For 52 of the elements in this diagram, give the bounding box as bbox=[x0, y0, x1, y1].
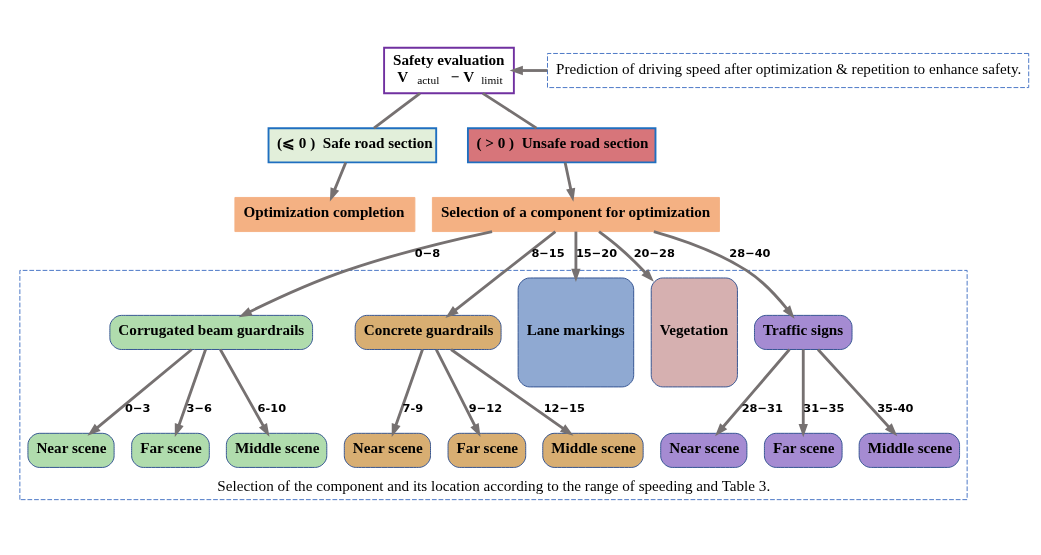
arrow bbox=[563, 162, 576, 202]
arrow bbox=[445, 230, 557, 318]
node-box: Middle scene bbox=[225, 432, 328, 468]
edge-label: 28−40 bbox=[729, 245, 771, 260]
arrow bbox=[391, 349, 424, 438]
node-box: Near scene bbox=[660, 432, 748, 468]
edge-label: 35-40 bbox=[877, 401, 914, 416]
node-box: Prediction of driving speed after optimization & repetition to enhance safety. bbox=[547, 53, 1030, 89]
node-box: Vegetation bbox=[650, 277, 738, 388]
connector bbox=[482, 92, 538, 130]
edge-label: 0−8 bbox=[414, 245, 441, 260]
edge-label: 6-10 bbox=[257, 401, 287, 416]
edge-label: 8−15 bbox=[531, 245, 565, 260]
arrow bbox=[816, 348, 898, 437]
edge-label: 9−12 bbox=[468, 401, 503, 416]
node-box: (⩽ 0 ) Safe road section bbox=[267, 127, 438, 164]
edge-label: 31−35 bbox=[803, 401, 845, 416]
arrow bbox=[571, 231, 581, 283]
edge-label: 28−31 bbox=[741, 401, 783, 416]
edge-label: 3−6 bbox=[186, 401, 212, 416]
node-box: Far scene bbox=[131, 432, 210, 468]
arrow bbox=[174, 349, 207, 438]
node-box: Lane markings bbox=[517, 277, 635, 388]
connector bbox=[373, 92, 421, 130]
arrow bbox=[329, 162, 348, 202]
arrow bbox=[509, 65, 548, 76]
node-box: Optimization completion bbox=[234, 197, 416, 233]
node-box: Middle scene bbox=[858, 432, 961, 468]
node-box: Selection of a component for optimization bbox=[431, 197, 720, 233]
arrow bbox=[715, 348, 791, 437]
edge-label: 0−3 bbox=[125, 401, 151, 416]
node-box: ( > 0 ) Unsafe road section bbox=[467, 127, 657, 164]
arrow bbox=[219, 348, 270, 437]
arrow bbox=[238, 230, 493, 318]
edge-label: 20−28 bbox=[633, 245, 675, 260]
node-box: Far scene bbox=[447, 432, 527, 468]
arrow bbox=[87, 348, 193, 436]
node-box: Concrete guardrails bbox=[354, 314, 502, 350]
arrow bbox=[435, 348, 481, 437]
edge-label: 12−15 bbox=[543, 401, 585, 416]
node-box: Traffic signs bbox=[754, 314, 853, 350]
arrow bbox=[598, 230, 654, 282]
node-box: Near scene bbox=[343, 432, 431, 468]
arrow bbox=[798, 349, 808, 438]
node-box: Near scene bbox=[27, 432, 115, 468]
node-box: Middle scene bbox=[542, 432, 644, 468]
node-box: Far scene bbox=[763, 432, 843, 468]
node-box: Corrugated beam guardrails bbox=[109, 314, 314, 350]
arrow bbox=[653, 230, 795, 319]
edge-label: 7-9 bbox=[402, 401, 424, 416]
arrow bbox=[450, 348, 574, 436]
edge-label: 15−20 bbox=[575, 245, 618, 260]
